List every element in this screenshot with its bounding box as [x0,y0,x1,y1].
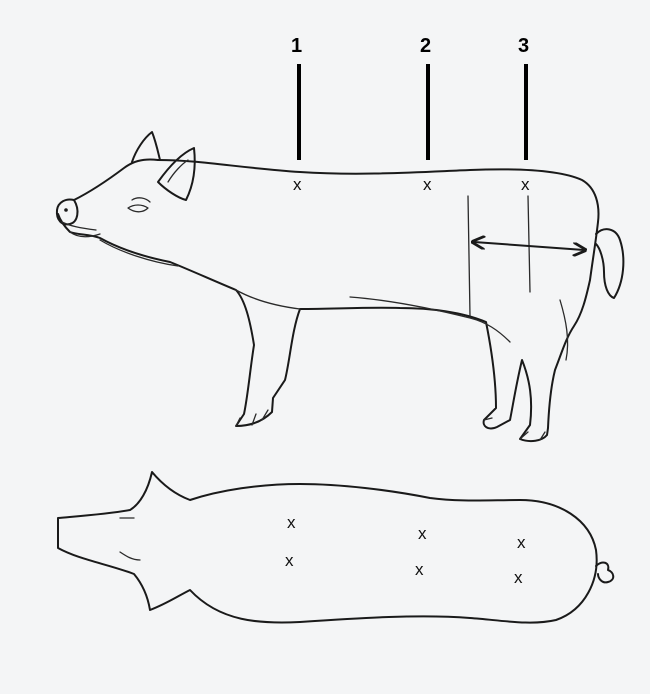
pig-top-head-line-2 [120,552,140,560]
pig-ear-inner [168,160,188,182]
point-label-2: 2 [420,35,431,57]
top-mark-1: x [287,513,296,532]
pig-ear-back [132,132,160,162]
pig-belly [350,297,510,342]
pig-tail [596,229,623,298]
pig-ear-front [158,148,195,200]
top-mark-6: x [514,568,523,587]
top-mark-2: x [285,551,294,570]
measure-mark-1: x [293,175,302,194]
measure-mark-3: x [521,175,530,194]
pig-side-view: 1 2 3 x x x [57,35,623,441]
pig-snout [57,199,78,224]
top-mark-3: x [418,524,427,543]
measure-mark-2: x [423,175,432,194]
top-mark-4: x [415,560,424,579]
top-mark-5: x [517,533,526,552]
hindquarter-vertical-line-1 [468,196,470,316]
pig-head-top [74,159,158,200]
point-label-3: 3 [518,35,529,57]
pig-top-tail [596,563,613,583]
nostril-icon [64,208,68,212]
pig-eye [128,205,148,212]
pig-top-view: x x x x x x [58,472,613,623]
pig-top-outline [58,472,597,623]
pig-side-outline [58,160,598,441]
pig-eye-lid [132,198,150,202]
point-label-1: 1 [291,35,302,57]
hindquarter-vertical-line-2 [528,196,530,292]
